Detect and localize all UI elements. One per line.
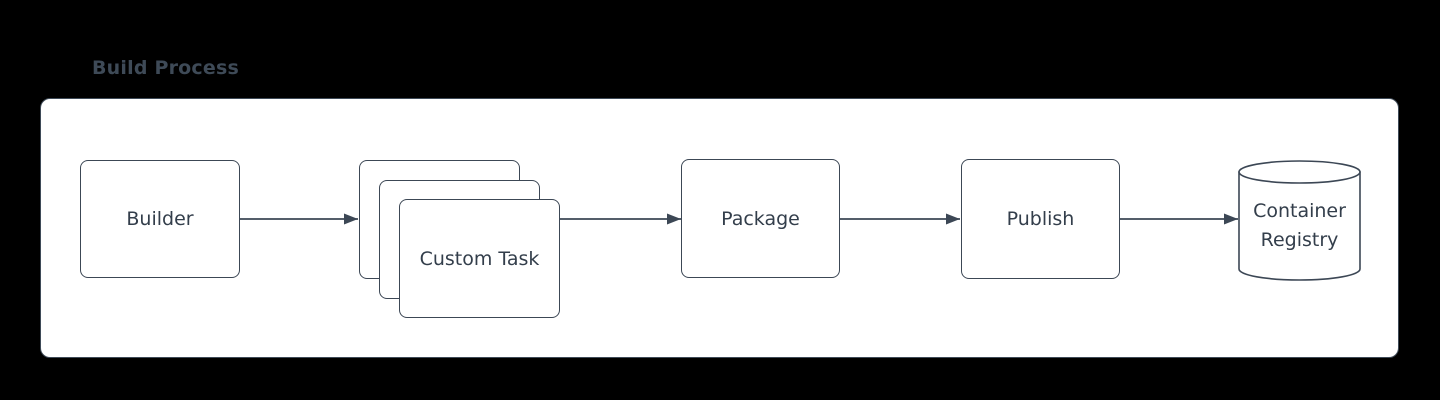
node-builder: Builder bbox=[80, 160, 240, 278]
node-container-registry-cylinder bbox=[1238, 160, 1361, 281]
node-label: Builder bbox=[126, 208, 194, 230]
node-label: Publish bbox=[1006, 208, 1075, 230]
node-custom-task-card-front: Custom Task bbox=[399, 199, 560, 318]
node-package: Package bbox=[681, 159, 840, 278]
diagram-title: Build Process bbox=[92, 57, 239, 79]
node-container-registry-label: Container Registry bbox=[1253, 200, 1346, 251]
node-label: Package bbox=[721, 207, 800, 230]
node-publish: Publish bbox=[961, 159, 1120, 279]
node-label: Custom Task bbox=[419, 247, 540, 270]
